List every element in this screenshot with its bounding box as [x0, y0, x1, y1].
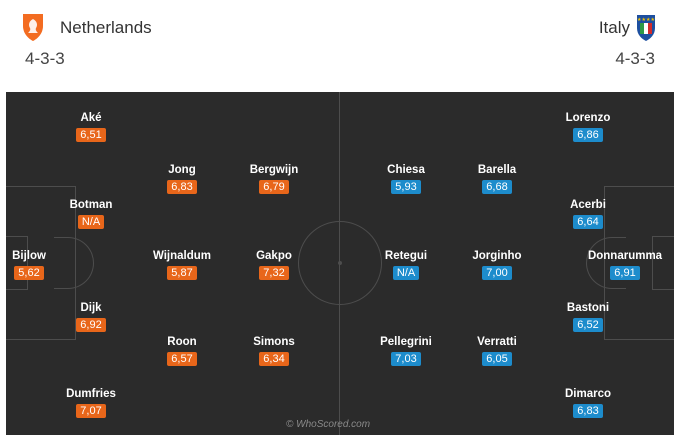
player-name: Jong [168, 164, 196, 176]
italy-crest-icon: ★★★★ [637, 15, 655, 41]
player-name: Gakpo [256, 250, 292, 262]
player-name: Retegui [384, 250, 428, 262]
player-rating: 6,91 [610, 266, 640, 280]
player-rating: 6,83 [167, 180, 197, 194]
player-marker[interactable]: Wijnaldum 5,87 [132, 249, 232, 280]
player-marker[interactable]: Aké 6,51 [41, 111, 141, 142]
player-name: Donnarumma [587, 250, 663, 262]
player-name: Bastoni [566, 302, 610, 314]
player-marker[interactable]: Simons 6,34 [224, 335, 324, 366]
player-name: Wijnaldum [152, 250, 212, 262]
player-rating: 6,86 [573, 128, 603, 142]
player-rating: 5,87 [167, 266, 197, 280]
watermark: © WhoScored.com [286, 419, 371, 430]
player-name: Botman [69, 199, 113, 211]
player-rating: 7,00 [482, 266, 512, 280]
player-name: Verratti [477, 336, 517, 348]
player-name: Dumfries [66, 388, 116, 400]
match-header: Netherlands 4-3-3 ★★★★ Italy 4-3-3 [0, 0, 680, 92]
player-name: Dimarco [564, 388, 612, 400]
player-rating: 6,64 [573, 215, 603, 229]
player-rating: 7,03 [391, 352, 421, 366]
player-rating: 6,34 [259, 352, 289, 366]
svg-text:★★★★: ★★★★ [637, 17, 655, 23]
player-name: Roon [167, 336, 197, 348]
player-marker[interactable]: Bastoni 6,52 [538, 301, 638, 332]
player-marker[interactable]: Dijk 6,92 [41, 301, 141, 332]
player-marker[interactable]: Dimarco 6,83 [538, 387, 638, 418]
left-goal-area [6, 236, 28, 290]
player-name: Pellegrini [380, 336, 432, 348]
player-rating: 5,62 [14, 266, 44, 280]
player-marker[interactable]: Gakpo 7,32 [224, 249, 324, 280]
player-name: Acerbi [570, 199, 606, 211]
right-goal-area [652, 236, 674, 290]
player-rating: N/A [77, 215, 105, 229]
player-rating: 5,93 [391, 180, 421, 194]
away-formation: 4-3-3 [615, 49, 655, 68]
home-team-name: Netherlands [60, 18, 152, 37]
player-rating: 6,92 [76, 318, 106, 332]
player-name: Dijk [80, 302, 102, 314]
player-name: Aké [80, 112, 102, 124]
player-rating: 6,79 [259, 180, 289, 194]
player-name: Simons [253, 336, 295, 348]
player-marker[interactable]: Barella 6,68 [447, 163, 547, 194]
player-marker[interactable]: Dumfries 7,07 [41, 387, 141, 418]
player-marker[interactable]: Bijlow 5,62 [6, 249, 79, 280]
netherlands-crest-icon [23, 14, 43, 41]
player-marker[interactable]: Pellegrini 7,03 [356, 335, 456, 366]
player-name: Bijlow [12, 250, 46, 262]
center-circle [298, 221, 382, 305]
player-marker[interactable]: Bergwijn 6,79 [224, 163, 324, 194]
player-marker[interactable]: Roon 6,57 [132, 335, 232, 366]
player-marker[interactable]: Jorginho 7,00 [447, 249, 547, 280]
away-team-name: Italy [598, 18, 630, 37]
player-marker[interactable]: Jong 6,83 [132, 163, 232, 194]
player-name: Chiesa [387, 164, 425, 176]
home-formation: 4-3-3 [25, 49, 65, 68]
right-penalty-arc [586, 237, 626, 289]
player-rating: 6,57 [167, 352, 197, 366]
player-rating: 7,07 [76, 404, 106, 418]
player-marker[interactable]: Chiesa 5,93 [356, 163, 456, 194]
player-rating: 6,51 [76, 128, 106, 142]
player-name: Bergwijn [249, 164, 299, 176]
player-rating: 6,52 [573, 318, 603, 332]
player-marker[interactable]: Verratti 6,05 [447, 335, 547, 366]
player-name: Barella [477, 164, 517, 176]
player-rating: 7,32 [259, 266, 289, 280]
player-name: Jorginho [472, 250, 522, 262]
player-name: Lorenzo [565, 112, 611, 124]
player-rating: N/A [392, 266, 420, 280]
player-rating: 6,68 [482, 180, 512, 194]
player-marker[interactable]: Donnarumma 6,91 [575, 249, 674, 280]
player-marker[interactable]: Lorenzo 6,86 [538, 111, 638, 142]
player-rating: 6,83 [573, 404, 603, 418]
player-marker[interactable]: Acerbi 6,64 [538, 198, 638, 229]
player-rating: 6,05 [482, 352, 512, 366]
center-spot [338, 261, 342, 265]
